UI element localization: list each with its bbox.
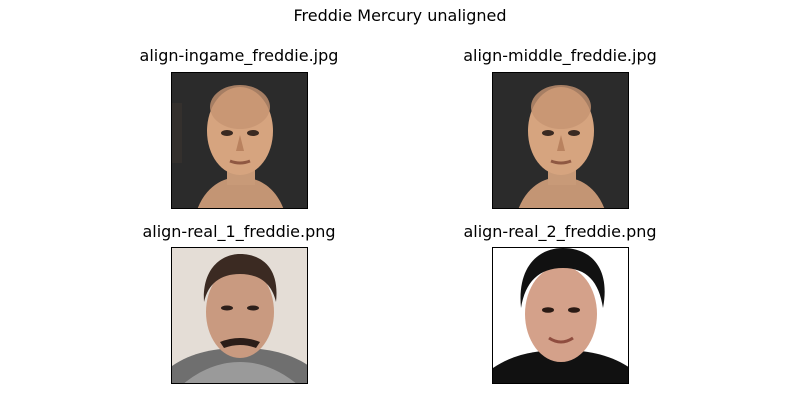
image-panel-1 [171, 72, 308, 209]
panel-title-1: align-ingame_freddie.jpg [139, 46, 339, 65]
panel-title-4: align-real_2_freddie.png [463, 222, 657, 241]
panel-title-3: align-real_1_freddie.png [142, 222, 336, 241]
figure-title: Freddie Mercury unaligned [293, 6, 507, 25]
panel-title-2: align-middle_freddie.jpg [463, 46, 657, 65]
image-panel-3 [171, 247, 308, 384]
image-panel-4 [492, 247, 629, 384]
image-panel-2 [492, 72, 629, 209]
